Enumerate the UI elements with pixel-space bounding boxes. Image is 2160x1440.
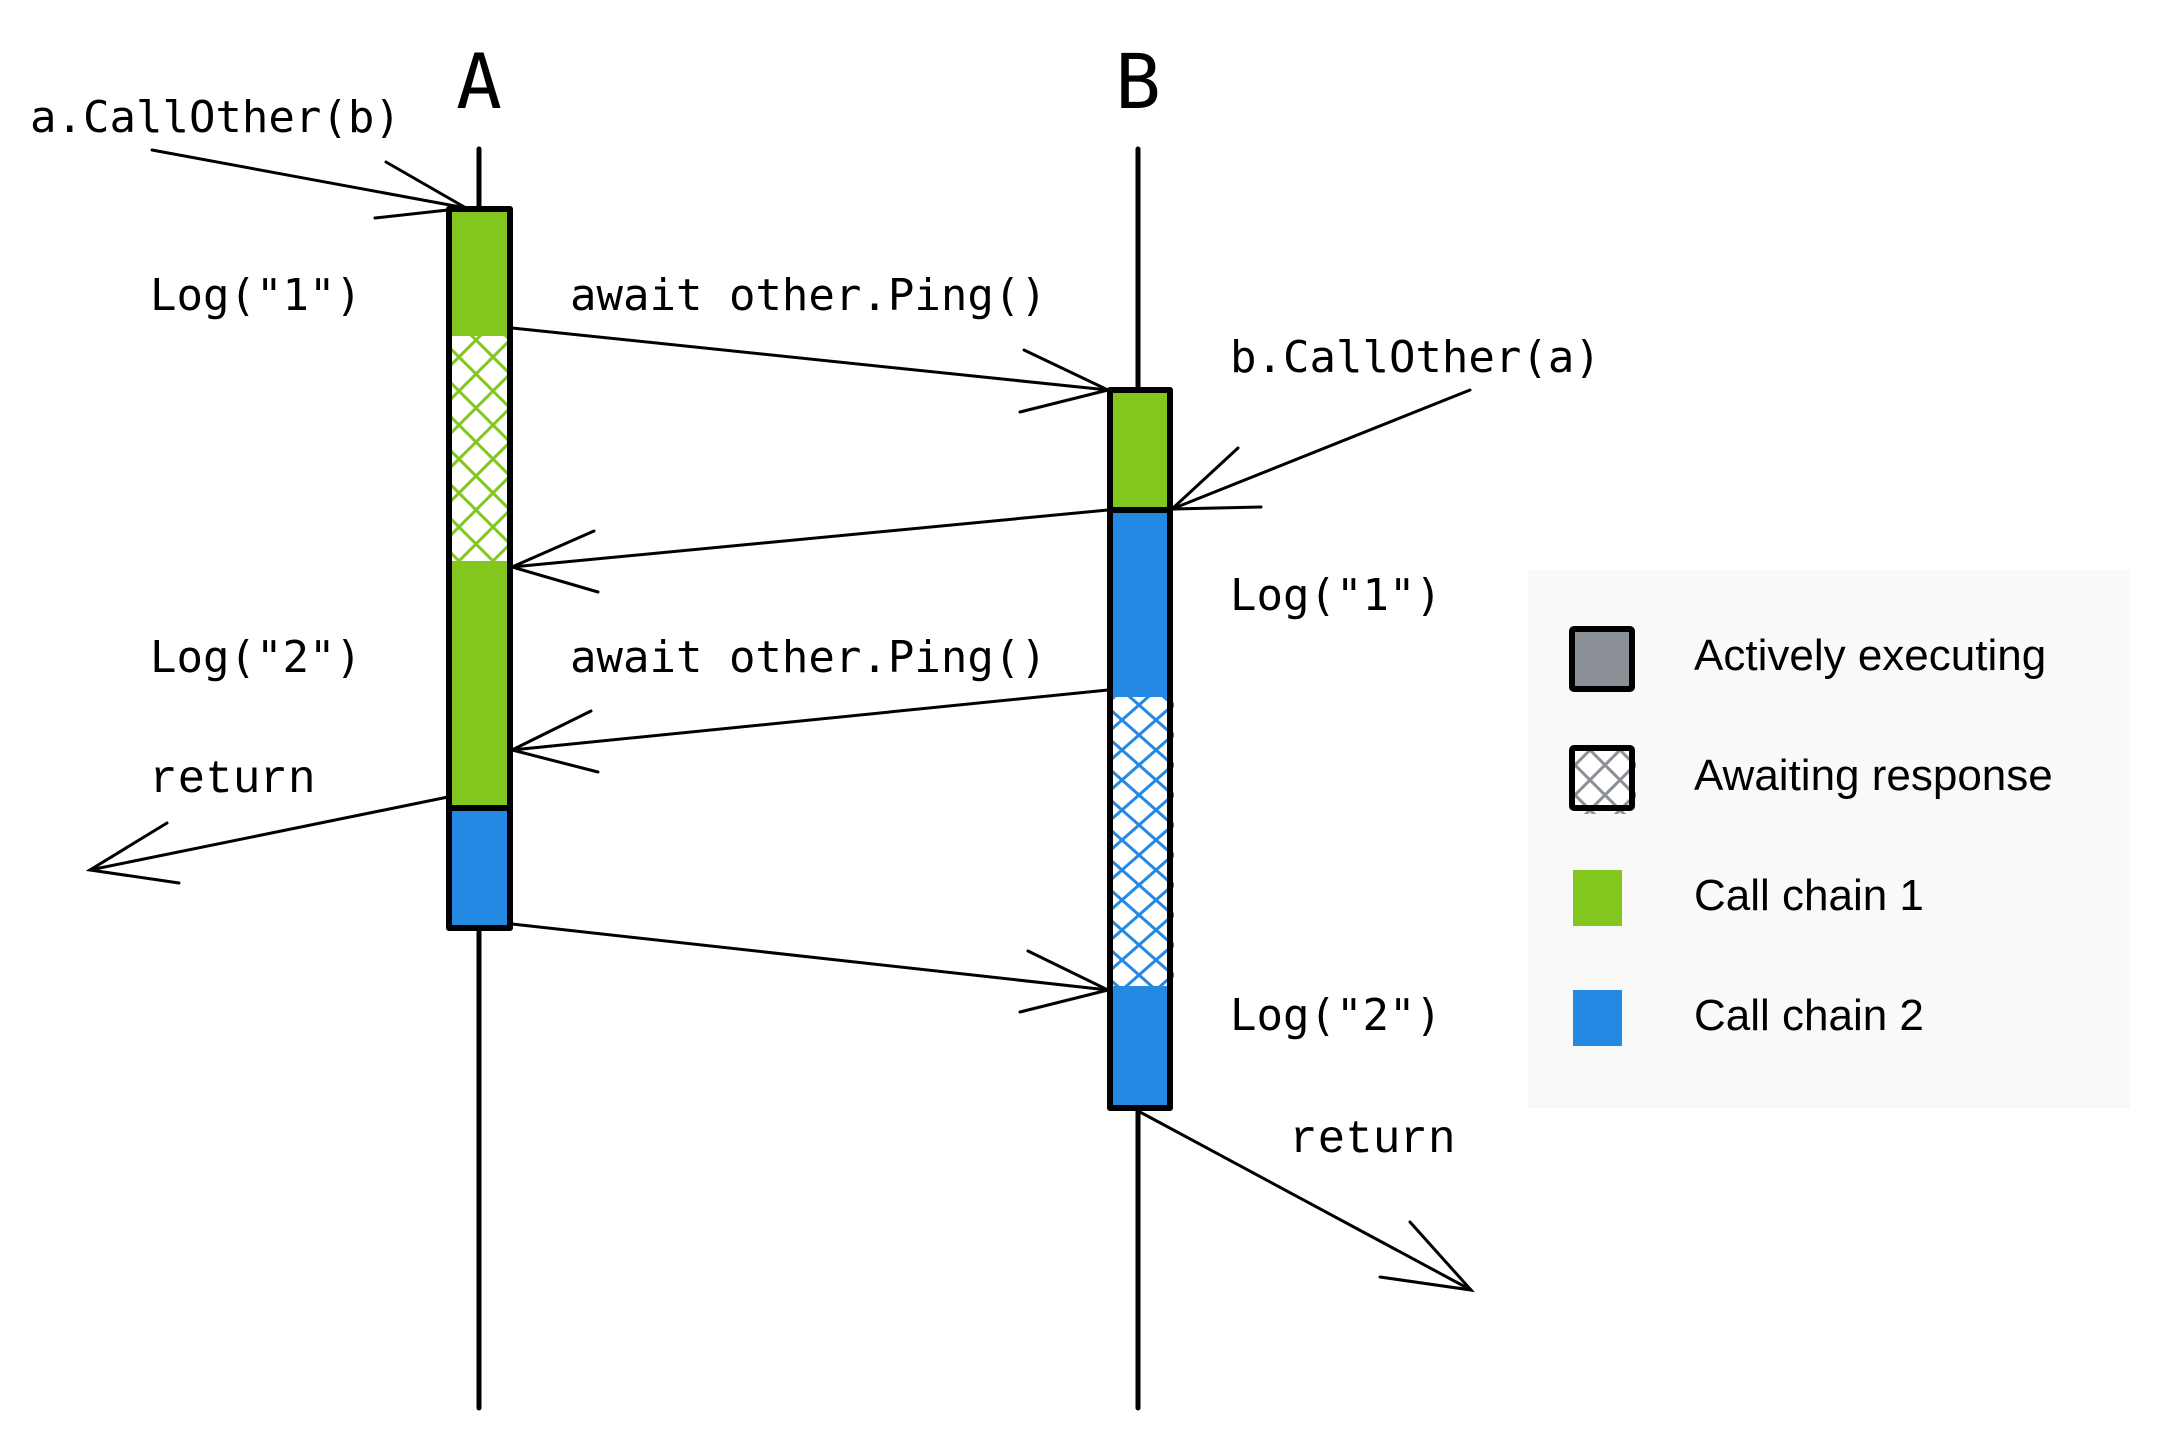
label-b-return: return — [1290, 1114, 1456, 1166]
segment-b-executing-chain1 — [1110, 390, 1170, 510]
segment-a-awaiting-chain1 — [449, 336, 513, 561]
segment-b-awaiting-chain2 — [1110, 697, 1174, 986]
legend-label: Call chain 1 — [1694, 871, 1924, 920]
arrow-a-call-other — [150, 148, 471, 220]
arrow-a-return — [85, 795, 450, 885]
legend-item-call-chain-1: Call chain 1 — [1573, 870, 1924, 926]
label-a-await-ping-1: await other.Ping() — [570, 270, 1047, 321]
segment-b-executing-chain2 — [1110, 510, 1170, 697]
label-a-call-other: a.CallOther(b) — [30, 92, 401, 143]
label-a-log-1: Log("1") — [150, 270, 362, 321]
segment-b-executing-chain2-resumed — [1110, 986, 1170, 1108]
label-b-log-1: Log("1") — [1230, 570, 1442, 621]
activation-bar-b — [1107, 387, 1174, 1111]
label-a-return: return — [150, 754, 316, 806]
legend-item-actively-executing: Actively executing — [1569, 626, 2046, 692]
legend-label: Actively executing — [1694, 631, 2046, 680]
legend-item-call-chain-2: Call chain 2 — [1573, 990, 1924, 1046]
arrow-b-response-1 — [507, 508, 1110, 594]
legend: Actively executing Awaiting response Cal… — [1528, 570, 2130, 1108]
hatched-box-icon — [1572, 748, 1636, 814]
activation-border-b — [1107, 387, 1173, 1111]
label-b-log-2: Log("2") — [1230, 990, 1442, 1041]
label-a-await-ping-2: await other.Ping() — [570, 632, 1047, 683]
arrow-b-call-other — [1168, 388, 1472, 511]
blue-square-icon — [1573, 990, 1622, 1046]
solid-gray-box-icon — [1569, 626, 1635, 692]
legend-item-awaiting-response: Awaiting response — [1569, 745, 2053, 814]
label-a-log-2: Log("2") — [150, 632, 362, 683]
hatched-box-border — [1569, 745, 1635, 811]
arrow-a-await-ping-1 — [510, 326, 1113, 414]
segment-a-executing-chain1 — [449, 209, 510, 336]
legend-label: Awaiting response — [1694, 751, 2053, 800]
participant-b-title: B — [1115, 37, 1161, 126]
activation-border-a — [446, 206, 513, 931]
arrow-b-await-ping-2 — [507, 688, 1110, 774]
legend-label: Call chain 2 — [1694, 991, 1924, 1040]
participant-a-title: A — [456, 37, 502, 126]
green-square-icon — [1573, 870, 1622, 926]
arrow-a-response-2 — [510, 922, 1113, 1014]
segment-a-executing-chain2 — [449, 808, 510, 928]
activation-bar-a — [446, 206, 513, 931]
segment-a-executing-chain1-resumed — [449, 561, 510, 808]
label-b-call-other: b.CallOther(a) — [1230, 332, 1601, 383]
arrow-b-return — [1138, 1110, 1475, 1293]
